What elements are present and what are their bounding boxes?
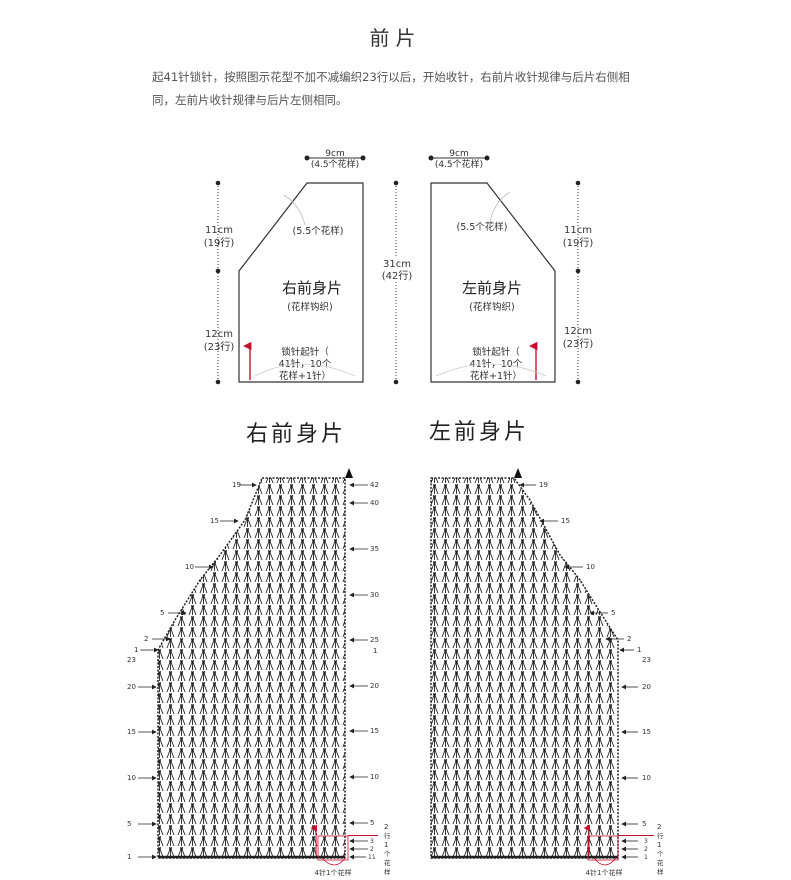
svg-text:(5.5个花样): (5.5个花样)	[292, 225, 343, 237]
svg-text:20: 20	[642, 683, 651, 691]
svg-text:1: 1	[373, 647, 377, 655]
svg-text:3: 3	[644, 838, 648, 845]
svg-text:40: 40	[370, 499, 379, 507]
svg-text:12cm: 12cm	[564, 326, 592, 337]
svg-text:9cm: 9cm	[449, 149, 468, 159]
svg-text:(23行): (23行)	[563, 337, 594, 350]
svg-text:2: 2	[370, 846, 374, 853]
svg-text:锁针起针（: 锁针起针（	[472, 346, 520, 358]
svg-text:25: 25	[370, 636, 379, 644]
svg-text:(4.5个花样): (4.5个花样)	[435, 158, 483, 170]
svg-text:30: 30	[370, 591, 379, 599]
right-stitch-chart	[157, 468, 353, 866]
right-chart-title: 右前身片	[246, 422, 346, 447]
svg-text:42: 42	[370, 481, 379, 489]
svg-text:个: 个	[384, 850, 391, 858]
left-stitch-chart	[430, 468, 619, 866]
svg-text:19: 19	[232, 481, 241, 489]
svg-text:花样+1针）: 花样+1针）	[470, 370, 522, 382]
description-text: 起41针锁针，按照图示花型不加不减编织23行以后，开始收针，右前片收针规律与后片…	[152, 70, 630, 107]
left-panel-outline	[430, 182, 556, 383]
total-height-dimension: 31cm (42行)	[381, 180, 413, 385]
svg-text:2: 2	[384, 823, 388, 831]
svg-text:11cm: 11cm	[205, 225, 233, 236]
svg-text:1: 1	[134, 646, 138, 654]
svg-text:5: 5	[127, 820, 131, 828]
svg-text:样: 样	[657, 867, 664, 876]
svg-text:19: 19	[539, 481, 548, 489]
svg-text:(19行): (19行)	[204, 236, 235, 249]
right-chart-left-labels: 19 15 10 5 2 1 23 20 15 10 5 1	[127, 481, 257, 861]
svg-text:花样+1针）: 花样+1针）	[279, 370, 331, 382]
right-chart-right-labels: 42 40 35 30 25 1 20 15 10 5 3 2 11 2 行 1…	[315, 481, 391, 877]
svg-text:15: 15	[642, 728, 651, 736]
right-panel-schematic: 9cm (4.5个花样) 11cm (19行) 12cm (23行) (5.5个…	[204, 149, 366, 385]
svg-text:12cm: 12cm	[205, 329, 233, 340]
svg-text:15: 15	[210, 517, 219, 525]
svg-text:(花样钩织): (花样钩织)	[469, 301, 514, 313]
svg-text:1: 1	[644, 854, 648, 861]
svg-text:行: 行	[657, 831, 664, 840]
svg-text:10: 10	[185, 563, 194, 571]
svg-text:2: 2	[644, 846, 648, 853]
svg-text:(42行): (42行)	[382, 269, 413, 282]
svg-text:11cm: 11cm	[564, 225, 592, 236]
svg-text:4针1个花样: 4针1个花样	[586, 868, 623, 877]
svg-text:花: 花	[657, 858, 664, 867]
svg-text:4针1个花样: 4针1个花样	[315, 868, 352, 877]
svg-text:(5.5个花样): (5.5个花样)	[456, 221, 507, 233]
left-chart-title: 左前身片	[429, 420, 529, 445]
svg-text:23: 23	[642, 656, 651, 664]
svg-text:(19行): (19行)	[563, 236, 594, 249]
svg-text:35: 35	[370, 545, 379, 553]
svg-text:1: 1	[657, 841, 661, 849]
svg-text:(花样钩织): (花样钩织)	[287, 301, 332, 313]
svg-text:5: 5	[611, 609, 615, 617]
left-panel-schematic: 9cm (4.5个花样) 11cm (19行) 12cm (23行) (5.5个…	[428, 149, 594, 385]
right-panel-label: 右前身片	[282, 279, 342, 297]
svg-text:锁针起针（: 锁针起针（	[281, 346, 329, 358]
svg-text:1: 1	[637, 646, 641, 654]
svg-text:2: 2	[144, 635, 148, 643]
svg-text:10: 10	[370, 773, 379, 781]
svg-text:1: 1	[384, 841, 388, 849]
svg-text:(23行): (23行)	[204, 340, 235, 353]
svg-text:20: 20	[370, 682, 379, 690]
svg-text:15: 15	[561, 517, 570, 525]
page-title: 前片	[369, 26, 422, 50]
svg-text:15: 15	[127, 728, 136, 736]
svg-text:10: 10	[586, 563, 595, 571]
svg-text:5: 5	[642, 820, 646, 828]
svg-text:个: 个	[657, 850, 664, 858]
right-top-width: 9cm	[325, 149, 344, 159]
svg-text:23: 23	[127, 656, 136, 664]
svg-text:花: 花	[384, 858, 391, 867]
svg-text:11: 11	[368, 854, 376, 861]
svg-text:样: 样	[384, 867, 391, 876]
svg-text:15: 15	[370, 727, 379, 735]
svg-text:2: 2	[627, 635, 631, 643]
svg-text:5: 5	[160, 609, 164, 617]
svg-text:5: 5	[370, 819, 374, 827]
svg-text:10: 10	[642, 774, 651, 782]
svg-text:20: 20	[127, 683, 136, 691]
right-panel-outline	[238, 182, 364, 383]
svg-text:行: 行	[384, 831, 391, 840]
svg-text:2: 2	[657, 823, 661, 831]
left-chart-right-labels: 19 15 10 5 2 1 23 20 15 10 5 3 2 1 2 行 1…	[519, 481, 664, 877]
svg-text:10: 10	[127, 774, 136, 782]
right-top-width-note: (4.5个花样)	[311, 158, 359, 170]
svg-text:3: 3	[370, 838, 374, 845]
svg-text:1: 1	[127, 853, 131, 861]
svg-text:31cm: 31cm	[383, 259, 411, 270]
left-panel-label: 左前身片	[462, 279, 522, 297]
